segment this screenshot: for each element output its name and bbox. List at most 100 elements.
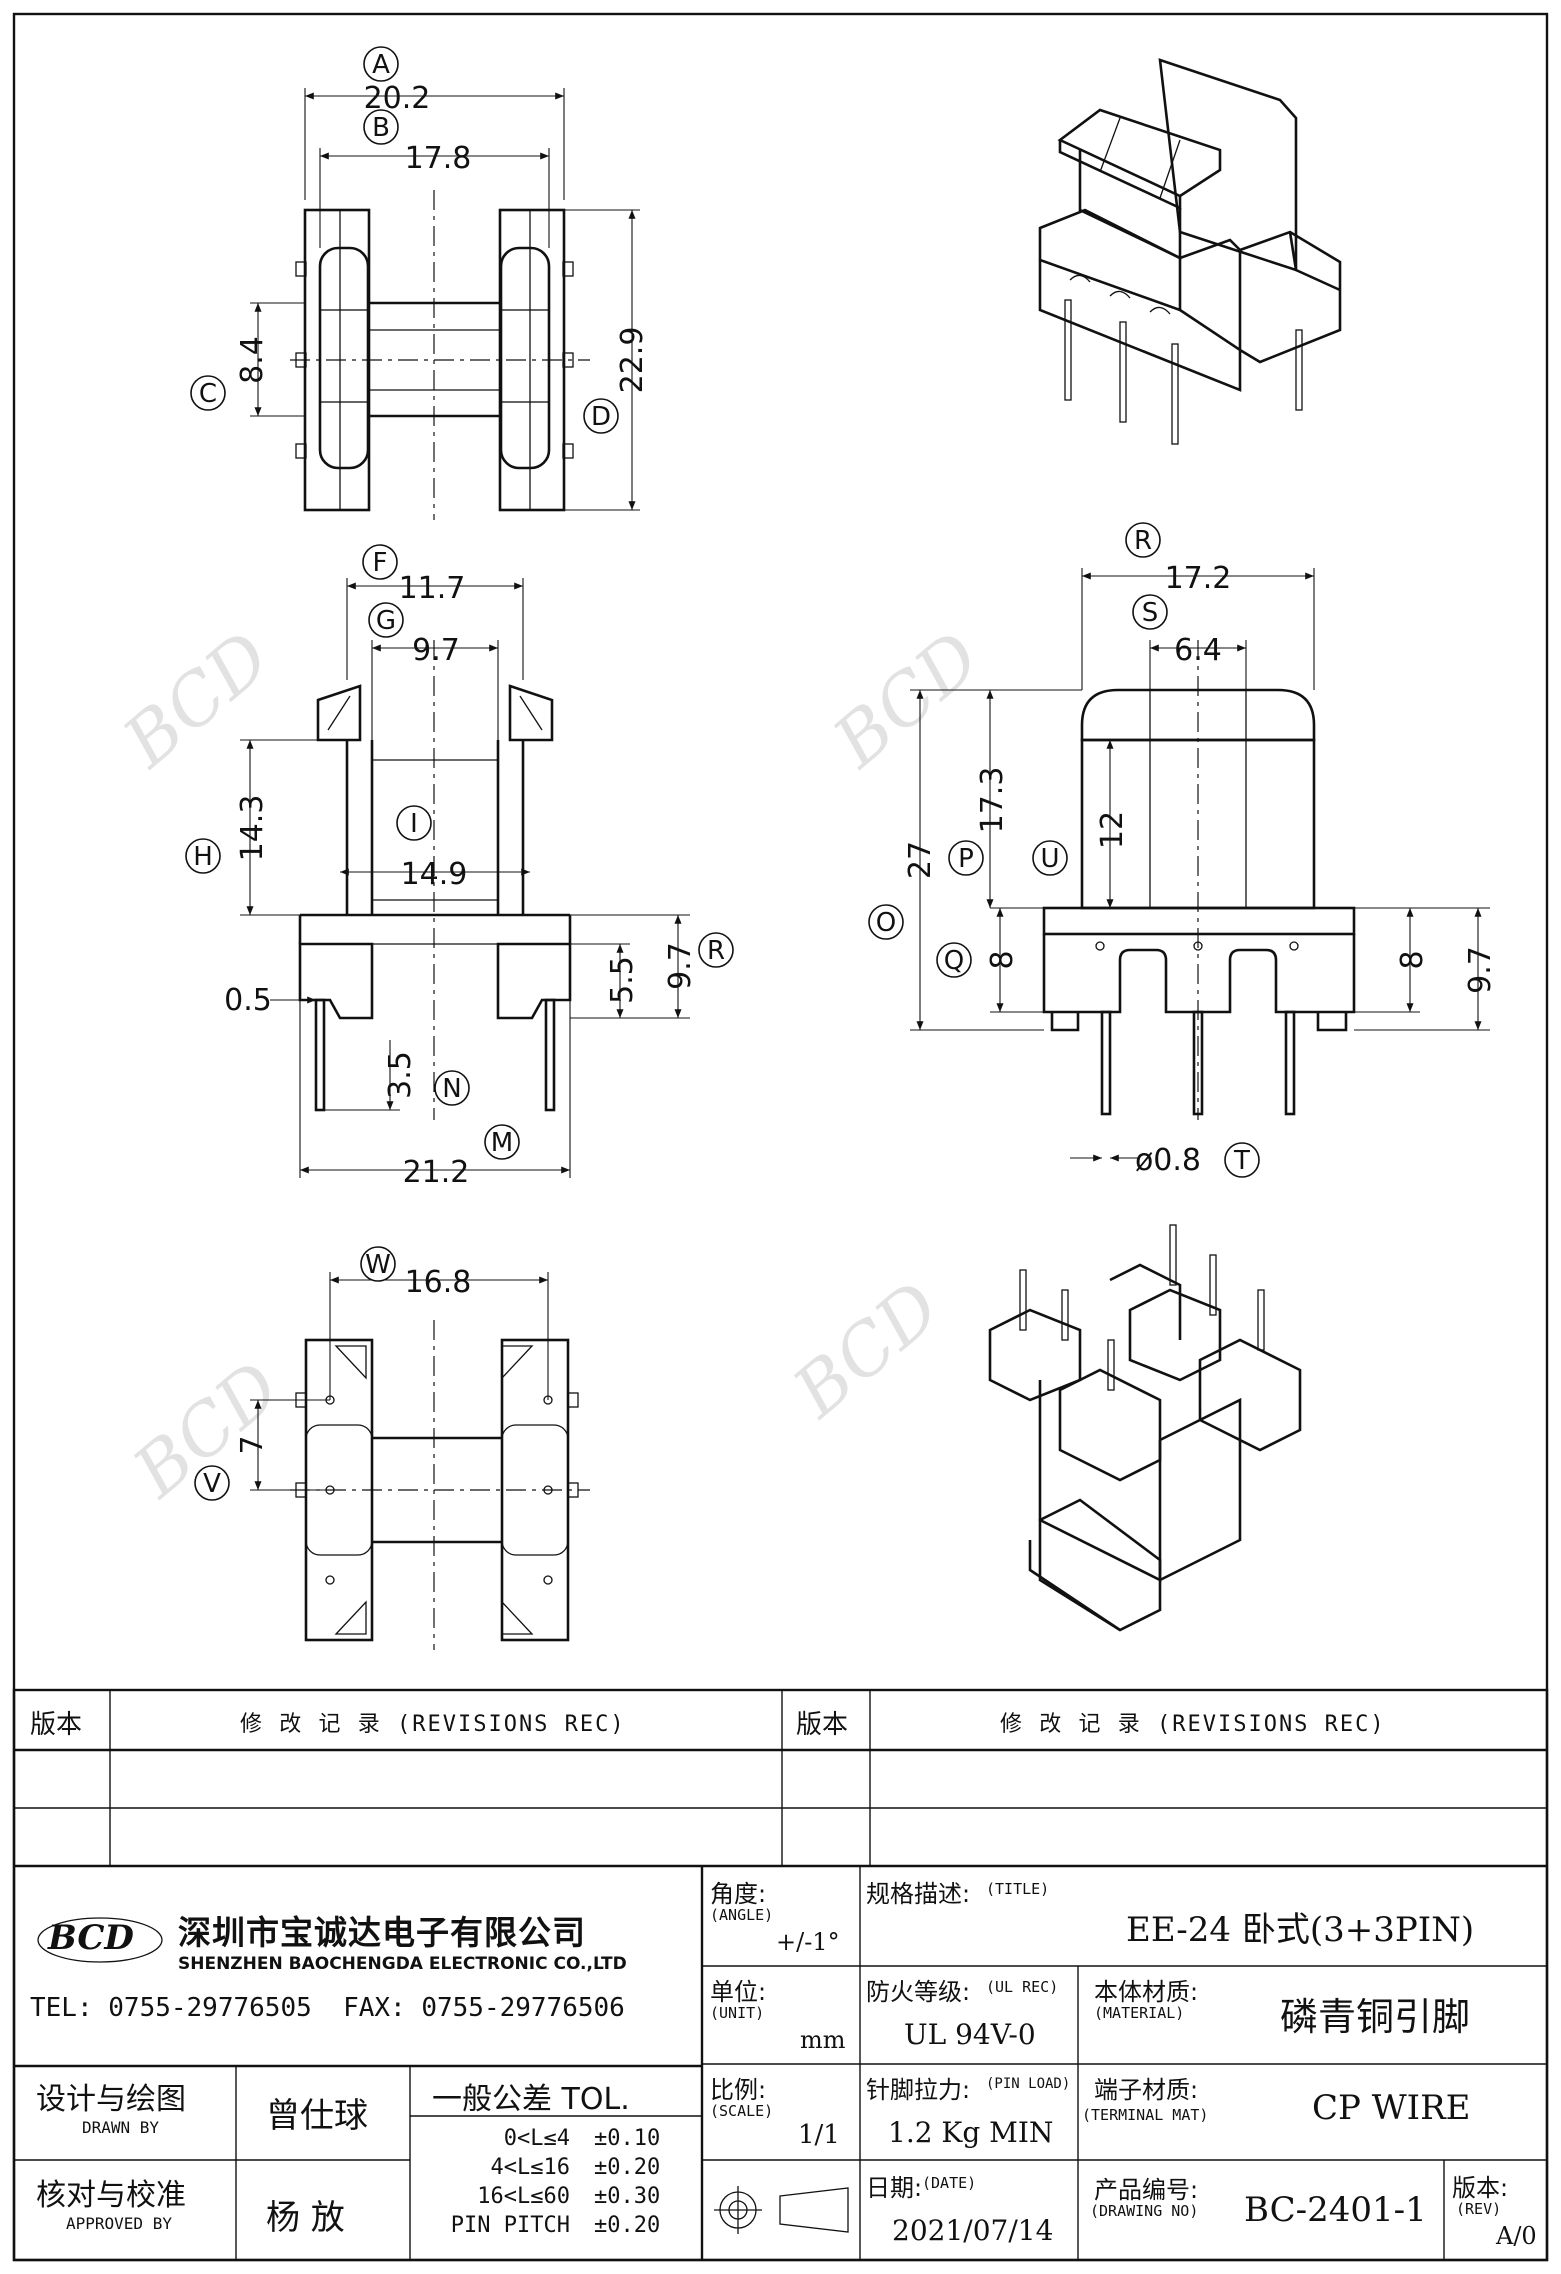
material-label-en: (MATERIAL) xyxy=(1094,2004,1185,2022)
terminal-label: 端子材质: xyxy=(1094,2076,1199,2104)
rev-label-en: (REV) xyxy=(1456,2200,1502,2218)
svg-text:W: W xyxy=(365,1250,391,1280)
material-label: 本体材质: xyxy=(1094,1978,1199,2006)
dim-Q: 8 xyxy=(985,950,1020,969)
tolerance-value: ±0.20 xyxy=(594,2213,661,2238)
svg-text:G: G xyxy=(376,606,396,636)
angle-label: 角度: xyxy=(710,1880,767,1908)
company-contact: TEL: 0755-29776505 FAX: 0755-29776506 xyxy=(30,1993,625,2023)
dim-S: 6.4 xyxy=(1174,633,1222,668)
drawn-by-value: 曾仕球 xyxy=(266,2096,368,2136)
angle-label-en: (ANGLE) xyxy=(710,1906,774,1924)
svg-text:R: R xyxy=(1134,526,1152,556)
dim-C: 8.4 xyxy=(235,336,270,384)
dim-M: 21.2 xyxy=(403,1155,470,1190)
tolerance-range: PIN PITCH xyxy=(450,2213,570,2238)
balloon-I xyxy=(396,805,432,841)
tolerance-range: 16<L≤60 xyxy=(477,2184,570,2209)
unit-value: mm xyxy=(800,2026,846,2054)
svg-text:I: I xyxy=(410,809,418,839)
ul-label: 防火等级: xyxy=(866,1978,971,2006)
terminal-label-en: (TERMINAL MAT) xyxy=(1082,2106,1209,2124)
tolerance-row: 16<L≤60 ±0.30 xyxy=(420,2182,690,2211)
balloon-C xyxy=(190,375,226,411)
unit-label-en: (UNIT) xyxy=(710,2004,765,2022)
approved-by-label: 核对与校准 xyxy=(36,2178,186,2213)
balloon-R xyxy=(1125,522,1161,558)
svg-text:O: O xyxy=(876,908,896,938)
title-label: 规格描述: xyxy=(866,1880,971,1908)
svg-text:A: A xyxy=(372,50,390,80)
tolerance-range: 4<L≤16 xyxy=(490,2155,570,2180)
svg-text:V: V xyxy=(203,1469,221,1499)
date-label-en: (DATE) xyxy=(922,2174,977,2192)
svg-text:M: M xyxy=(491,1128,513,1158)
dim-U: 12 xyxy=(1095,811,1130,849)
svg-text:D: D xyxy=(591,402,611,432)
balloon-S xyxy=(1132,594,1168,630)
dim-R-side: 17.2 xyxy=(1165,561,1232,596)
tolerance-value: ±0.30 xyxy=(594,2184,661,2209)
material-value: 磷青铜引脚 xyxy=(1280,1995,1471,2039)
ul-label-en: (UL REC) xyxy=(986,1978,1059,1996)
tolerance-range: 0<L≤4 xyxy=(503,2126,570,2151)
rev-col-rec-1: 修 改 记 录 (REVISIONS REC) xyxy=(240,1712,626,1737)
dim-gap: 5.5 xyxy=(605,956,640,1004)
balloon-F xyxy=(362,544,398,580)
dim-base: 8 xyxy=(1395,950,1430,969)
date-value: 2021/07/14 xyxy=(892,2214,1054,2247)
tolerance-table: 0<L≤4±0.10 4<L≤16±0.20 16<L≤60±0.30 PIN … xyxy=(420,2124,690,2240)
company-logo: BCD xyxy=(48,1918,134,1958)
svg-text:Q: Q xyxy=(944,946,964,976)
pin-load-label-en: (PIN LOAD) xyxy=(986,2076,1071,2092)
ul-value: UL 94V-0 xyxy=(904,2018,1036,2051)
dim-V: 7 xyxy=(235,1435,270,1454)
svg-text:C: C xyxy=(199,379,217,409)
rev-label: 版本: xyxy=(1452,2174,1509,2202)
bottom-view: W 16.8 7 V xyxy=(194,1246,590,1650)
title-block xyxy=(12,1688,1549,2262)
svg-text:R: R xyxy=(707,936,725,966)
balloon-D xyxy=(583,398,619,434)
tolerance-row: 4<L≤16±0.20 xyxy=(420,2153,690,2182)
dim-I: 14.9 xyxy=(401,857,468,892)
balloon-O xyxy=(868,904,904,940)
dim-F: 11.7 xyxy=(399,571,466,606)
dim-D: 22.9 xyxy=(615,327,650,394)
rev-col-rec-2: 修 改 记 录 (REVISIONS REC) xyxy=(1000,1712,1386,1737)
svg-text:S: S xyxy=(1142,598,1159,628)
balloon-W xyxy=(360,1246,396,1282)
tolerance-label: 一般公差 TOL. xyxy=(432,2082,630,2117)
dim-pin-width: 0.5 xyxy=(224,983,272,1018)
front-view: F 11.7 G 9.7 14.3 H I 14.9 0.5 3.5 N 21.… xyxy=(185,544,734,1190)
side-view: R 17.2 S 6.4 27 O 17.3 P 12 U 8 Q 8 9.7 xyxy=(868,522,1498,1178)
svg-text:P: P xyxy=(958,844,974,874)
pin-load-label: 针脚拉力: xyxy=(866,2076,971,2104)
tolerance-row: PIN PITCH ±0.20 xyxy=(420,2211,690,2240)
dim-N: 3.5 xyxy=(383,1051,418,1099)
rev-col-ver-1: 版本 xyxy=(30,1710,83,1740)
dim-H: 14.3 xyxy=(235,795,270,862)
approved-by-value: 杨 放 xyxy=(266,2198,345,2238)
rev-value: A/0 xyxy=(1496,2222,1537,2250)
balloon-G xyxy=(368,602,404,638)
dim-G: 9.7 xyxy=(412,633,460,668)
svg-text:H: H xyxy=(193,842,213,872)
angle-value: +/-1° xyxy=(776,1928,840,1956)
drawn-by-label: 设计与绘图 xyxy=(36,2082,186,2117)
unit-label: 单位: xyxy=(710,1978,767,2006)
balloon-P xyxy=(948,840,984,876)
balloon-R xyxy=(698,932,734,968)
rev-col-ver-2: 版本 xyxy=(796,1710,849,1740)
svg-text:B: B xyxy=(372,113,390,143)
title-label-en: (TITLE) xyxy=(986,1880,1050,1898)
company-name-en: SHENZHEN BAOCHENGDA ELECTRONIC CO.,LTD xyxy=(178,1954,627,1974)
dim-A: 20.2 xyxy=(364,81,431,116)
dim-B: 17.8 xyxy=(405,141,472,176)
balloon-V xyxy=(194,1465,230,1501)
balloon-A xyxy=(363,46,399,82)
balloon-N xyxy=(434,1070,470,1106)
tolerance-row: 0<L≤4±0.10 xyxy=(420,2124,690,2153)
approved-by-label-en: APPROVED BY xyxy=(66,2214,172,2233)
